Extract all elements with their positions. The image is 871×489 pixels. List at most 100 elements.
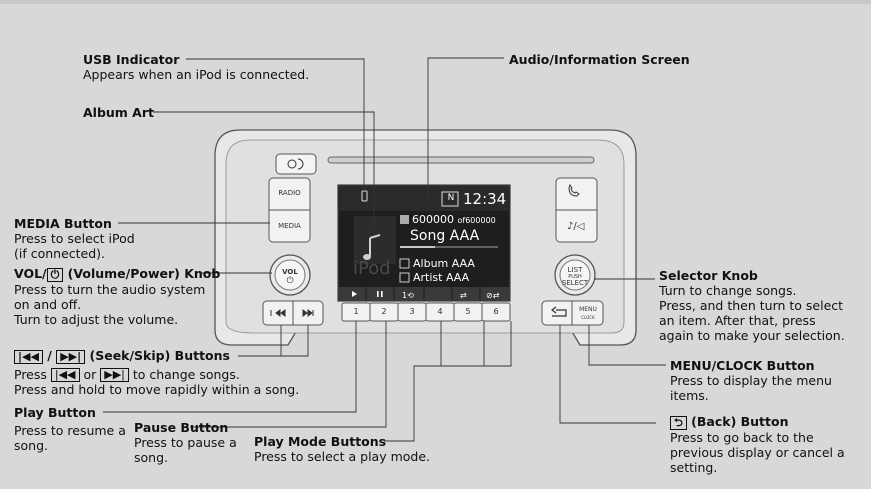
soft-play-icon (352, 291, 357, 297)
preset-buttons (341, 302, 511, 322)
seek-back-icon (270, 309, 286, 317)
callout-screen (427, 57, 504, 199)
music-note-icon (369, 234, 381, 256)
back-symbol-icon: ⮌ (670, 415, 687, 430)
disc-slot (327, 156, 595, 164)
preset-button-3[interactable]: 3 (409, 307, 415, 316)
preset-button-5[interactable]: 5 (465, 307, 471, 316)
soft-pause-icon (377, 291, 379, 297)
label-menu-clock-desc1: Press to display the menu (670, 373, 832, 388)
label-menu-clock-title: MENU/CLOCK Button (670, 358, 815, 373)
label-vol-desc1: Press to turn the audio system (14, 281, 206, 297)
voice-icon: ♪/◁ (567, 221, 585, 232)
label-play-desc1: Press to resume a (14, 423, 126, 438)
n-badge: N (447, 193, 455, 203)
label-pause-desc2: song. (134, 450, 168, 465)
album-art (354, 216, 396, 264)
label-back-desc1: Press to go back to the (670, 429, 814, 445)
label-seek: |◀◀ / ▶▶| (Seek/Skip) Buttons Press |◀◀ … (14, 348, 299, 397)
track-total: 600000 (465, 216, 496, 225)
preset-button-2[interactable]: 2 (381, 307, 387, 316)
push-label: PUSH (568, 274, 582, 280)
label-vol-suffix: (Volume/Power) Knob (63, 266, 221, 281)
label-selector-title: Selector Knob (659, 268, 758, 283)
label-play-mode: Play Mode Buttons Press to select a play… (254, 434, 430, 464)
label-screen-title: Audio/Information Screen (509, 52, 690, 67)
label-usb-desc: Appears when an iPod is connected. (83, 67, 310, 82)
soft-shuffle-off-icon: ⊘⇄ (486, 291, 500, 300)
label-vol: VOL/⏻ (Volume/Power) Knob Press to turn … (14, 266, 220, 327)
top-border (0, 0, 871, 4)
label-play-desc2: song. (14, 438, 48, 453)
radio-button[interactable]: RADIO (278, 189, 301, 197)
menu-button[interactable]: MENU (579, 306, 597, 313)
label-selector: Selector Knob Turn to change songs. Pres… (659, 268, 845, 343)
label-album-art: Album Art (83, 105, 154, 120)
label-seek-desc1-mid: or (79, 366, 101, 382)
label-play: Play Button Press to resume a song. (14, 405, 126, 453)
label-seek-desc1-prefix: Press (14, 366, 51, 382)
phone-icon (568, 183, 580, 197)
label-selector-desc1: Turn to change songs. (659, 283, 797, 298)
preset-button-4[interactable]: 4 (437, 307, 443, 316)
label-seek-mid: / (42, 348, 57, 363)
label-play-mode-desc: Press to select a play mode. (254, 449, 431, 464)
seek-forward-inline-icon: ▶▶| (100, 368, 129, 382)
label-back-desc2: previous display or cancel a (670, 444, 845, 460)
vol-knob-label[interactable]: VOL (282, 268, 298, 276)
usb-indicator-icon (361, 190, 368, 202)
label-selector-desc3: an item. After that, press (659, 313, 816, 328)
label-usb-indicator: USB Indicator Appears when an iPod is co… (83, 52, 309, 82)
back-arrow-icon (551, 306, 567, 317)
label-vol-prefix: VOL/ (14, 266, 47, 281)
label-seek-suffix: (Seek/Skip) Buttons (85, 348, 230, 363)
power-icon: ⏻ (286, 276, 294, 286)
seek-forward-symbol-icon: ▶▶| (56, 349, 86, 364)
soft-shuffle-icon: ⇄ (460, 291, 467, 300)
select-label: SELECT (561, 279, 589, 287)
song-title: Song AAA (410, 228, 480, 244)
media-button[interactable]: MEDIA (278, 222, 301, 230)
label-menu-clock-desc2: items. (670, 388, 709, 403)
callout-usb (186, 58, 365, 191)
label-vol-desc2: on and off. (14, 296, 82, 312)
label-back-desc3: setting. (670, 459, 718, 475)
label-seek-desc2: Press and hold to move rapidly within a … (14, 382, 300, 397)
preset-button-6[interactable]: 6 (493, 307, 499, 316)
clock-display: 12:34 (463, 190, 507, 208)
callout-back (559, 325, 656, 424)
label-seek-desc1-suffix: to change songs. (128, 366, 240, 382)
clock-label: CLOCK (581, 315, 595, 320)
callout-pause (190, 321, 387, 428)
album-icon (399, 258, 410, 269)
label-pause-title: Pause Button (134, 420, 229, 435)
track-icon (400, 215, 409, 224)
label-album-art-title: Album Art (83, 105, 154, 120)
callout-play (103, 321, 357, 413)
callout-play-mode (384, 321, 442, 442)
ipod-watermark: iPod (353, 258, 391, 279)
list-label: LIST (567, 266, 583, 274)
label-selector-desc2: Press, and then turn to select (659, 298, 844, 313)
label-media: MEDIA Button Press to select iPod (if co… (14, 216, 135, 261)
label-screen: Audio/Information Screen (509, 52, 690, 67)
label-media-desc2: (if connected). (14, 246, 106, 261)
label-media-desc1: Press to select iPod (14, 231, 135, 246)
album-name: Album AAA (413, 257, 475, 270)
label-usb-title: USB Indicator (83, 52, 180, 67)
artist-icon (399, 272, 410, 283)
preset-button-1[interactable]: 1 (353, 307, 359, 316)
artist-name: Artist AAA (413, 271, 470, 284)
display-toggle-icon (287, 159, 297, 169)
soft-repeat-icon: 1⟲ (402, 291, 414, 300)
label-media-title: MEDIA Button (14, 216, 112, 231)
label-play-mode-title: Play Mode Buttons (254, 434, 387, 449)
track-of: of (457, 216, 466, 225)
label-play-title: Play Button (14, 405, 96, 420)
track-number: 600000 of600000 (412, 213, 496, 226)
label-menu-clock: MENU/CLOCK Button Press to display the m… (670, 358, 832, 403)
label-selector-desc4: again to make your selection. (659, 328, 845, 343)
seek-forward-icon (302, 309, 314, 317)
label-back: ⮌ (Back) Button Press to go back to the … (670, 414, 845, 475)
